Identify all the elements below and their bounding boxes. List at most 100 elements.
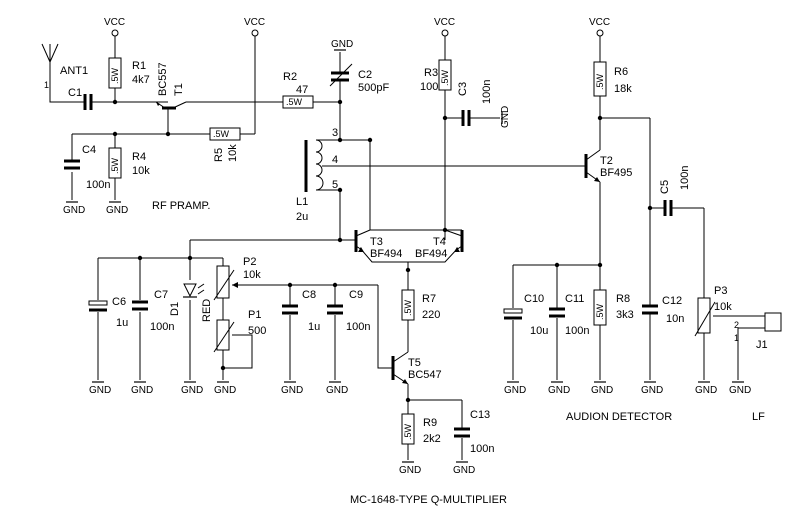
gnd-label: GND <box>729 385 751 396</box>
transistor-t1: BC557 T1 <box>155 62 187 110</box>
capacitor-c13: C13 100n <box>454 409 494 455</box>
svg-text:47: 47 <box>296 84 308 96</box>
svg-text:18k: 18k <box>614 83 632 95</box>
svg-text:.5W: .5W <box>595 303 605 320</box>
svg-text:R1: R1 <box>132 60 146 72</box>
transistor-t4: T4 BF494 <box>415 229 464 260</box>
svg-text:10n: 10n <box>666 313 684 325</box>
svg-text:BF494: BF494 <box>415 248 447 260</box>
svg-text:C5: C5 <box>659 180 671 194</box>
svg-text:T1: T1 <box>173 83 185 96</box>
svg-text:1u: 1u <box>116 317 128 329</box>
svg-text:2k2: 2k2 <box>423 433 441 445</box>
svg-text:C8: C8 <box>302 289 316 301</box>
svg-text:T5: T5 <box>408 357 421 369</box>
svg-text:.5W: .5W <box>403 299 413 316</box>
capacitor-c10: C10 10u <box>503 293 548 337</box>
capacitor-c3: C3 100n <box>457 80 493 126</box>
svg-text:.5W: .5W <box>110 67 120 84</box>
capacitor-c9: C9 100n <box>327 289 370 333</box>
svg-text:.5W: .5W <box>403 423 413 440</box>
transistor-t5: T5 BC547 <box>391 340 442 385</box>
capacitor-c8: C8 1u <box>282 289 320 333</box>
svg-text:C4: C4 <box>82 144 96 156</box>
svg-text:R7: R7 <box>422 293 436 305</box>
svg-text:4k7: 4k7 <box>132 74 150 86</box>
svg-text:10k: 10k <box>227 144 239 162</box>
svg-text:C1: C1 <box>68 87 82 99</box>
svg-text:RED: RED <box>201 299 213 322</box>
audion-detector-label: AUDION DETECTOR <box>566 411 672 423</box>
capacitor-c5: C5 100n <box>659 166 691 216</box>
svg-text:R4: R4 <box>132 151 146 163</box>
gnd-label: GND <box>106 205 128 216</box>
resistor-r3: .5W R3 100 <box>420 59 452 93</box>
capacitor-c4: C4 100n <box>64 144 110 191</box>
resistor-r2: .5W R2 47 <box>282 71 314 109</box>
gnd-label: GND <box>453 465 475 476</box>
resistor-r7: .5W R7 220 <box>401 289 440 321</box>
svg-text:500: 500 <box>248 325 266 337</box>
svg-text:L1: L1 <box>296 196 308 208</box>
potentiometer-p2: P2 10k <box>213 256 261 301</box>
svg-text:R6: R6 <box>614 66 628 78</box>
capacitor-c1: C1 <box>68 87 93 110</box>
svg-text:BF495: BF495 <box>600 167 632 179</box>
svg-text:P3: P3 <box>714 285 727 297</box>
vcc-label: VCC <box>244 17 265 28</box>
gnd-label: GND <box>214 385 236 396</box>
svg-text:2u: 2u <box>296 211 308 223</box>
capacitor-c2: C2 500pF <box>329 63 389 94</box>
svg-text:C9: C9 <box>349 289 363 301</box>
svg-text:R9: R9 <box>423 417 437 429</box>
gnd-label: GND <box>399 465 421 476</box>
svg-text:D1: D1 <box>169 302 181 316</box>
svg-text:500pF: 500pF <box>358 82 389 94</box>
svg-text:100n: 100n <box>565 325 589 337</box>
svg-text:3k3: 3k3 <box>616 309 634 321</box>
svg-text:J1: J1 <box>756 339 768 351</box>
svg-text:C2: C2 <box>358 69 372 81</box>
svg-text:4: 4 <box>332 154 338 166</box>
vcc-symbols: VCC VCC VCC VCC <box>104 17 610 37</box>
svg-text:T3: T3 <box>370 236 383 248</box>
gnd-label: GND <box>591 385 613 396</box>
gnd-label: GND <box>500 106 511 128</box>
vcc-label: VCC <box>589 17 610 28</box>
junctions <box>112 99 653 403</box>
gnd-label: GND <box>548 385 570 396</box>
svg-text:100n: 100n <box>346 321 370 333</box>
resistor-r8: .5W R8 3k3 <box>593 289 634 326</box>
svg-text:.5W: .5W <box>213 129 230 139</box>
gnd-label: GND <box>181 385 203 396</box>
svg-text:.5W: .5W <box>286 97 303 107</box>
svg-text:C10: C10 <box>524 293 544 305</box>
svg-text:3: 3 <box>332 127 338 139</box>
potentiometer-p1: P1 500 <box>213 309 266 353</box>
svg-text:T4: T4 <box>433 236 446 248</box>
svg-text:T2: T2 <box>600 155 613 167</box>
wires <box>49 36 765 460</box>
svg-text:100: 100 <box>420 81 438 93</box>
svg-text:2: 2 <box>734 320 739 330</box>
svg-text:R3: R3 <box>424 67 438 79</box>
resistor-r6: .5W R6 18k <box>593 61 632 97</box>
svg-text:P1: P1 <box>248 309 261 321</box>
transistor-t2: T2 BF495 <box>584 149 632 183</box>
ant1-pin: 1 <box>44 80 49 90</box>
svg-text:100n: 100n <box>150 321 174 333</box>
gnd-label: GND <box>131 385 153 396</box>
inductor-l1: 3 4 5 L1 2u <box>296 127 338 223</box>
gnd-label: GND <box>504 385 526 396</box>
capacitor-c12: C12 10n <box>642 295 684 325</box>
svg-text:220: 220 <box>422 309 440 321</box>
svg-text:C11: C11 <box>565 293 584 305</box>
potentiometer-p3: P3 10k <box>694 285 732 337</box>
capacitor-c6: C6 1u <box>88 296 128 329</box>
gnd-label: GND <box>641 385 663 396</box>
svg-text:C7: C7 <box>154 289 168 301</box>
svg-text:C6: C6 <box>112 296 126 308</box>
capacitor-c11: C11 100n <box>549 293 589 337</box>
